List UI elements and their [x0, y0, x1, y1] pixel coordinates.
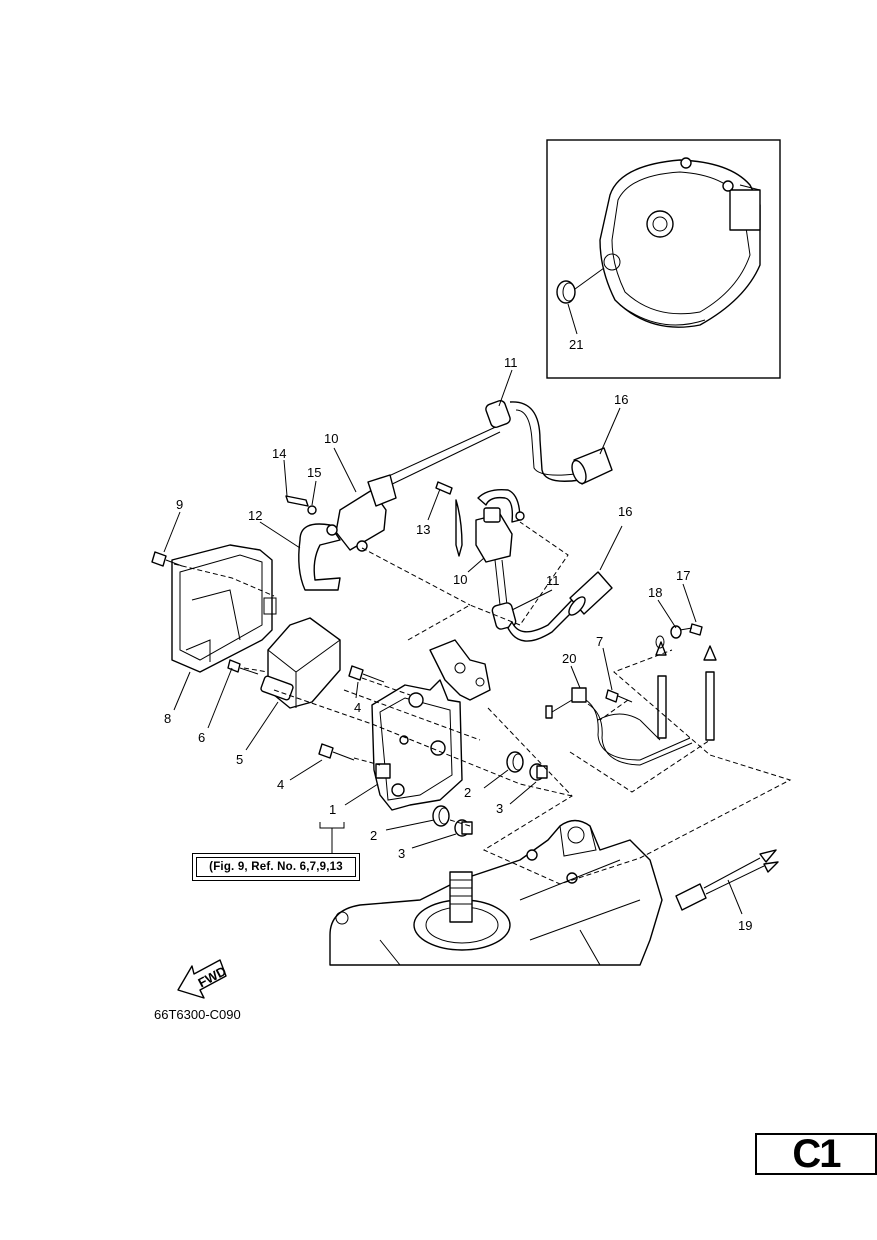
figure-code: 66T6300-C090 [154, 1007, 241, 1022]
callout-2: 2 [370, 828, 377, 843]
inset-panel [546, 139, 781, 379]
callout-5: 5 [236, 752, 243, 767]
grommet-2-upper [506, 751, 524, 773]
fwd-arrow: FWD [177, 959, 229, 999]
callout-12: 12 [248, 508, 262, 523]
callout-11: 11 [504, 355, 518, 370]
callout-20: 20 [562, 651, 576, 666]
screw-7 [605, 689, 633, 703]
callout-11: 11 [546, 573, 560, 588]
screw-17-washer-18 [670, 623, 703, 639]
reference-note-box: (Fig. 9, Ref. No. 6,7,9,13 [192, 853, 360, 881]
collar-3-upper [529, 763, 548, 781]
ignition-coil-upper [285, 400, 613, 591]
ignition-coil-lower [435, 481, 613, 642]
cover-part-8 [171, 544, 277, 673]
callout-labels: 21 11 16 10 14 15 13 9 12 16 10 11 17 18… [164, 337, 752, 933]
callout-3: 3 [496, 801, 503, 816]
callout-4: 4 [354, 700, 361, 715]
callout-15: 15 [307, 465, 321, 480]
callout-16: 16 [614, 392, 628, 407]
callout-14: 14 [272, 446, 286, 461]
callout-19: 19 [738, 918, 752, 933]
callout-17: 17 [676, 568, 690, 583]
reference-note: (Fig. 9, Ref. No. 6,7,9,13 [209, 861, 343, 873]
screw-9 [151, 551, 183, 567]
fwd-label: FWD [196, 963, 229, 990]
callout-9: 9 [176, 497, 183, 512]
callout-1: 1 [329, 802, 336, 817]
engine-block [329, 819, 663, 966]
wire-lead-pair [655, 635, 717, 741]
callout-18: 18 [648, 585, 662, 600]
flywheel-cover-drawing [599, 157, 761, 328]
screw-4-lower [318, 743, 355, 761]
harness-20 [545, 687, 693, 766]
lead-wire-19 [675, 849, 779, 911]
callout-6: 6 [198, 730, 205, 745]
callout-8: 8 [164, 711, 171, 726]
callout-13: 13 [416, 522, 430, 537]
callout-2: 2 [464, 785, 471, 800]
grommet-2-lower [432, 805, 450, 827]
callout-7: 7 [596, 634, 603, 649]
screw-6 [227, 659, 259, 675]
screw-4-upper [348, 665, 385, 683]
explosion-lines [173, 521, 792, 885]
collar-3-lower [454, 819, 473, 837]
callout-21: 21 [569, 337, 583, 352]
callout-3: 3 [398, 846, 405, 861]
plug-21 [556, 267, 605, 335]
callout-4: 4 [277, 777, 284, 792]
leader-lines [163, 369, 743, 915]
callout-16: 16 [618, 504, 632, 519]
page-code: C1 [755, 1132, 877, 1176]
callout-10: 10 [324, 431, 338, 446]
cdi-unit-5 [260, 617, 341, 709]
bracket-part-1 [371, 639, 491, 811]
callout-10: 10 [453, 572, 467, 587]
